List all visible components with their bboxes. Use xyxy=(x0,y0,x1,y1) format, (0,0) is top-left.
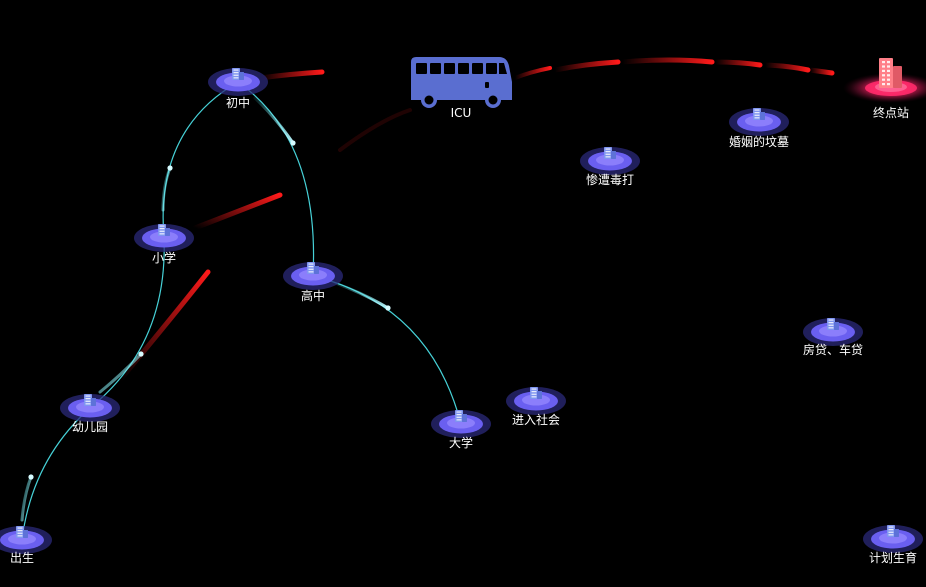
office-tower-icon xyxy=(879,58,902,88)
cyan-streak xyxy=(161,166,172,212)
building-icon xyxy=(16,526,28,538)
cyan-streak-head xyxy=(290,140,296,146)
red-trail xyxy=(192,192,283,231)
cyan-streak xyxy=(98,352,143,394)
building-icon xyxy=(604,147,616,159)
red-trail xyxy=(117,269,211,383)
cyan-streak xyxy=(20,475,33,522)
node-loans[interactable]: 房贷、车贷 xyxy=(803,318,863,357)
cyan-comet-streaks xyxy=(20,96,391,522)
building-icon xyxy=(753,108,765,120)
node-icu[interactable]: ICU xyxy=(411,57,512,120)
cyan-streak-head xyxy=(385,305,391,311)
cyan-streak-head xyxy=(138,351,144,357)
node-label: 婚姻的坟墓 xyxy=(729,134,789,149)
edge-kindergarten-primary xyxy=(89,237,165,409)
node-junior[interactable]: 初中 xyxy=(208,68,268,110)
red-trail xyxy=(513,66,552,80)
cyan-streak-head xyxy=(28,474,34,480)
cyan-streak xyxy=(333,281,390,310)
building-icon xyxy=(887,525,899,537)
node-family_planning[interactable]: 计划生育 xyxy=(863,525,923,565)
node-marriage[interactable]: 婚姻的坟墓 xyxy=(729,108,789,149)
node-university[interactable]: 大学 xyxy=(431,410,491,450)
red-trail xyxy=(807,67,835,76)
edge-senior-university xyxy=(312,275,462,425)
cyan-streak-head xyxy=(167,165,173,171)
node-label: 终点站 xyxy=(873,105,909,120)
building-icon xyxy=(530,387,542,399)
node-label: 高中 xyxy=(301,288,325,303)
red-trail xyxy=(552,59,621,73)
node-society[interactable]: 进入社会 xyxy=(506,387,566,427)
node-senior[interactable]: 高中 xyxy=(283,262,343,303)
red-trail xyxy=(338,108,412,152)
node-birth[interactable]: 出生 xyxy=(0,526,52,565)
edge-layer xyxy=(21,81,462,541)
node-label: 进入社会 xyxy=(512,412,560,427)
building-icon xyxy=(455,410,467,422)
cyan-streak xyxy=(253,96,295,145)
red-trail xyxy=(762,62,811,73)
node-beaten[interactable]: 惨遭毒打 xyxy=(580,147,640,187)
node-label: ICU xyxy=(451,106,472,120)
building-icon xyxy=(232,68,244,80)
edge-primary-junior xyxy=(162,81,239,239)
node-label: 房贷、车贷 xyxy=(803,342,863,357)
bus-icon xyxy=(411,57,512,108)
node-primary[interactable]: 小学 xyxy=(134,224,194,265)
node-label: 计划生育 xyxy=(869,550,917,565)
node-label: 大学 xyxy=(449,435,473,450)
red-trail xyxy=(619,57,715,65)
node-label: 出生 xyxy=(10,551,34,565)
node-label: 惨遭毒打 xyxy=(586,172,634,187)
building-icon xyxy=(307,262,319,274)
node-label: 幼儿园 xyxy=(72,420,108,434)
red-trail xyxy=(257,69,325,81)
edge-junior-senior xyxy=(237,81,315,277)
building-icon xyxy=(827,318,839,330)
building-icon xyxy=(158,224,170,236)
red-trail xyxy=(712,59,763,68)
node-terminal[interactable]: 终点站 xyxy=(843,58,926,120)
building-icon xyxy=(84,394,96,406)
node-kindergarten[interactable]: 幼儿园 xyxy=(60,394,120,434)
node-label: 小学 xyxy=(152,250,176,265)
node-label: 初中 xyxy=(226,95,250,110)
